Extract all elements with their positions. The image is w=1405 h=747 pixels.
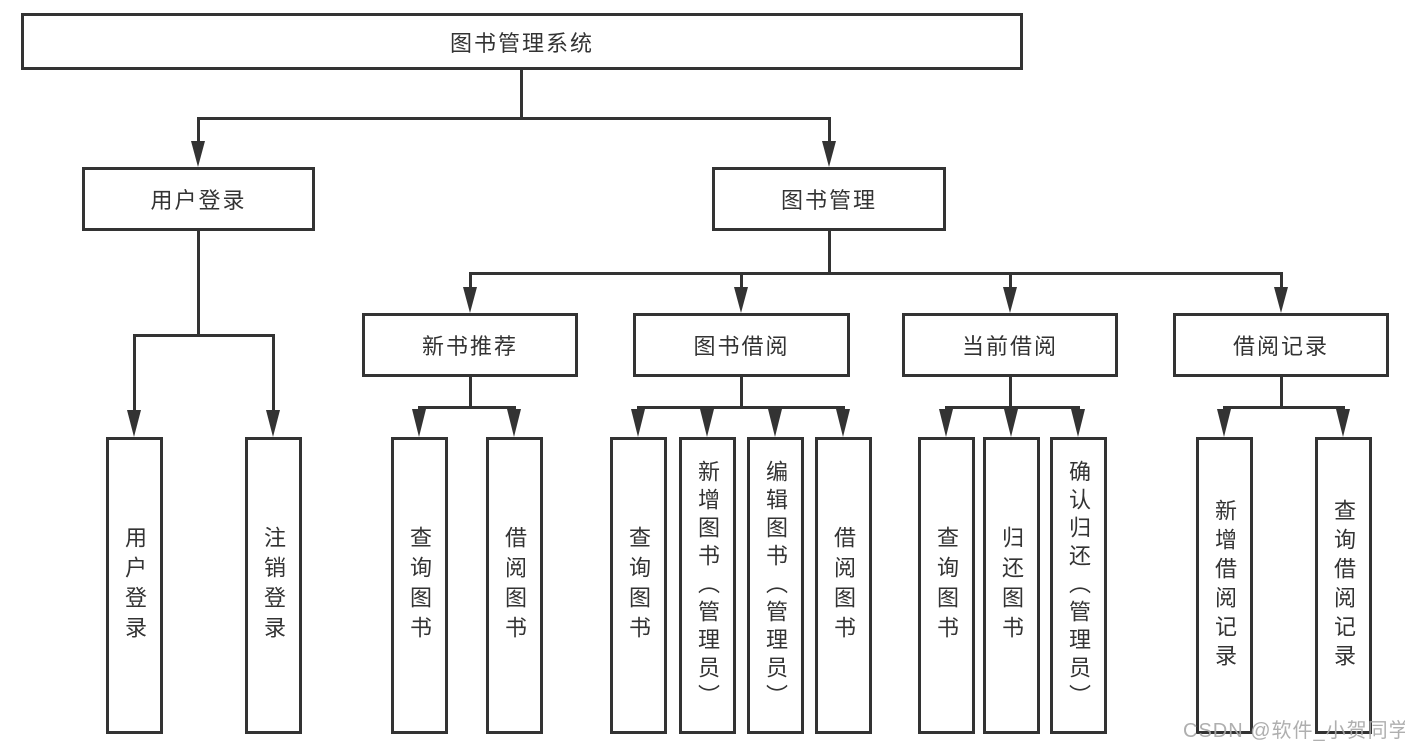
connector-line bbox=[196, 231, 200, 336]
connector-line bbox=[132, 334, 275, 337]
connector-line bbox=[739, 273, 743, 289]
node-label: 新书推荐 bbox=[421, 334, 518, 359]
leaf-return-books: 归还图书 bbox=[982, 437, 1040, 734]
leaf-logout: 注销登录 bbox=[244, 437, 302, 734]
leaf-label: 查询图书 bbox=[934, 525, 959, 646]
arrow-down-icon bbox=[506, 409, 521, 437]
leaf-confirm-return-admin: 确认归还（管理员） bbox=[1049, 437, 1107, 734]
node-label: 图书管理系统 bbox=[449, 30, 594, 56]
leaf-label: 借阅图书 bbox=[502, 525, 527, 646]
arrow-down-icon bbox=[699, 409, 714, 437]
leaf-label: 确认归还（管理员） bbox=[1066, 459, 1091, 712]
leaf-label: 查询图书 bbox=[407, 525, 432, 646]
leaf-label: 新增图书（管理员） bbox=[695, 459, 720, 712]
connector-line bbox=[417, 405, 516, 409]
connector-line bbox=[1008, 377, 1012, 408]
arrow-down-icon bbox=[265, 410, 280, 437]
arrow-down-icon bbox=[733, 287, 748, 313]
node-borrowing-records: 借阅记录 bbox=[1173, 313, 1389, 377]
leaf-edit-books-admin: 编辑图书（管理员） bbox=[746, 437, 804, 734]
leaf-query-borrow-record: 查询借阅记录 bbox=[1314, 437, 1372, 734]
node-current-borrowing: 当前借阅 bbox=[902, 313, 1118, 377]
leaf-label: 查询借阅记录 bbox=[1331, 498, 1356, 673]
node-label: 借阅记录 bbox=[1232, 334, 1329, 359]
arrow-down-icon bbox=[1216, 409, 1231, 437]
arrow-down-icon bbox=[1070, 409, 1085, 437]
arrow-down-icon bbox=[938, 409, 953, 437]
arrow-down-icon bbox=[821, 141, 836, 167]
connector-line bbox=[1279, 377, 1283, 408]
leaf-label: 编辑图书（管理员） bbox=[763, 459, 788, 712]
node-book-borrowing: 图书借阅 bbox=[633, 313, 850, 377]
arrow-down-icon bbox=[126, 410, 141, 437]
leaf-query-books-recommend: 查询图书 bbox=[390, 437, 448, 734]
csdn-watermark: CSDN @软件_小贺同学 bbox=[1183, 720, 1405, 742]
connector-line bbox=[468, 273, 472, 289]
leaf-label: 注销登录 bbox=[261, 525, 286, 646]
connector-line bbox=[196, 119, 200, 143]
leaf-borrow-books-recommend: 借阅图书 bbox=[485, 437, 543, 734]
node-label: 图书借阅 bbox=[693, 334, 790, 359]
connector-line bbox=[944, 405, 1080, 409]
connector-line bbox=[468, 271, 1283, 275]
connector-line bbox=[132, 336, 136, 410]
leaf-query-books-borrowing: 查询图书 bbox=[609, 437, 667, 734]
leaf-borrow-books: 借阅图书 bbox=[814, 437, 872, 734]
arrow-down-icon bbox=[835, 409, 850, 437]
leaf-add-books-admin: 新增图书（管理员） bbox=[678, 437, 736, 734]
connector-line bbox=[271, 336, 275, 410]
leaf-user-login: 用户登录 bbox=[105, 437, 163, 734]
arrow-down-icon bbox=[767, 409, 782, 437]
node-user-login: 用户登录 bbox=[82, 167, 315, 231]
leaf-label: 归还图书 bbox=[999, 525, 1024, 646]
connector-line bbox=[468, 377, 472, 408]
leaf-label: 新增借阅记录 bbox=[1212, 498, 1237, 673]
connector-line bbox=[739, 377, 743, 408]
leaf-add-borrow-record: 新增借阅记录 bbox=[1195, 437, 1253, 734]
leaf-label: 查询图书 bbox=[626, 525, 651, 646]
arrow-down-icon bbox=[1273, 287, 1288, 313]
connector-line bbox=[520, 70, 523, 119]
node-label: 用户登录 bbox=[150, 188, 247, 213]
connector-line bbox=[827, 231, 831, 274]
arrow-down-icon bbox=[630, 409, 645, 437]
node-new-book-recommend: 新书推荐 bbox=[362, 313, 578, 377]
node-label: 图书管理 bbox=[780, 188, 877, 213]
node-library-management-system: 图书管理系统 bbox=[21, 13, 1023, 70]
leaf-query-books-current: 查询图书 bbox=[917, 437, 975, 734]
arrow-down-icon bbox=[411, 409, 426, 437]
node-book-management: 图书管理 bbox=[712, 167, 946, 231]
connector-line bbox=[1008, 273, 1012, 289]
connector-line bbox=[636, 405, 845, 409]
leaf-label: 借阅图书 bbox=[831, 525, 856, 646]
connector-line bbox=[1279, 273, 1283, 289]
arrow-down-icon bbox=[1002, 287, 1017, 313]
leaf-label: 用户登录 bbox=[122, 525, 147, 646]
node-label: 当前借阅 bbox=[961, 334, 1058, 359]
arrow-down-icon bbox=[1003, 409, 1018, 437]
arrow-down-icon bbox=[1335, 409, 1350, 437]
arrow-down-icon bbox=[190, 141, 205, 167]
connector-line bbox=[1222, 405, 1345, 409]
connector-line bbox=[827, 119, 831, 143]
connector-line bbox=[196, 117, 831, 120]
arrow-down-icon bbox=[462, 287, 477, 313]
